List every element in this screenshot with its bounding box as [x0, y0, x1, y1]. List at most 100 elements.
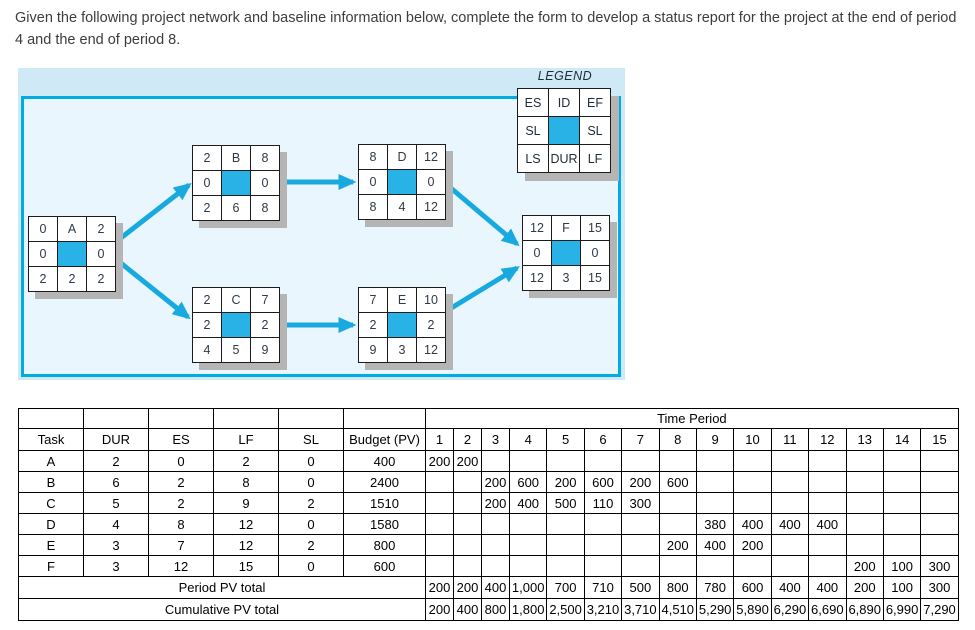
- node-E-cell-1-2: 2: [417, 313, 445, 337]
- time-period-header: Time Period: [425, 408, 959, 429]
- pv-cell-F-p13: 200: [845, 555, 884, 577]
- node-A-cell-0-2: 2: [87, 217, 115, 241]
- budget-cell: 1580: [343, 513, 426, 535]
- pv-cell-B-p9: [695, 471, 735, 493]
- pv-cell-C-p7: 300: [621, 492, 660, 514]
- budget-cell: 1510: [343, 492, 426, 514]
- budget-cell: 600: [343, 555, 426, 577]
- period-pv-total-p15: 300: [920, 576, 959, 599]
- pv-cell-A-p4: [508, 450, 548, 472]
- node-B-cell-2-2: 8: [251, 196, 279, 220]
- node-E-cell-2-0: 9: [359, 338, 387, 362]
- cumulative-pv-total-label: Cumulative PV total: [18, 598, 426, 621]
- period-header-3: 3: [481, 428, 510, 451]
- es-cell: 12: [148, 555, 214, 577]
- pv-cell-A-p14: [882, 450, 922, 472]
- node-F-cell-2-0: 12: [523, 266, 551, 290]
- task-cell: F: [18, 555, 84, 577]
- node-F-cell-1-0: 0: [523, 241, 551, 265]
- cumulative-pv-total-p14: 6,990: [882, 598, 922, 621]
- budget-cell: 800: [343, 534, 426, 556]
- pv-cell-D-p11: 400: [770, 513, 810, 535]
- pv-cell-B-p12: [808, 471, 847, 493]
- period-pv-total-p9: 780: [695, 576, 735, 599]
- pv-cell-F-p7: [621, 555, 660, 577]
- pv-cell-C-p14: [882, 492, 922, 514]
- node-A-cell-1-2: 0: [87, 242, 115, 266]
- es-cell: 8: [148, 513, 214, 535]
- legend-cell-0-1: ID: [549, 89, 579, 116]
- node-F-cell-0-2: 15: [581, 216, 609, 240]
- period-header-2: 2: [453, 428, 482, 451]
- period-pv-total-p12: 400: [808, 576, 847, 599]
- period-header-10: 10: [733, 428, 772, 451]
- task-cell: A: [18, 450, 84, 472]
- period-header-15: 15: [920, 428, 959, 451]
- pv-cell-A-p10: [733, 450, 772, 472]
- pv-cell-E-p3: [481, 534, 510, 556]
- legend-cell-1-1: [549, 117, 579, 144]
- sl-cell: 2: [278, 534, 344, 556]
- node-B-cell-0-1: B: [222, 146, 250, 170]
- pv-cell-C-p10: [733, 492, 772, 514]
- pv-cell-D-p12: 400: [808, 513, 847, 535]
- lf-cell: 2: [213, 450, 279, 472]
- dur-cell: 6: [83, 471, 149, 493]
- node-B-cell-2-1: 6: [222, 196, 250, 220]
- pv-cell-F-p15: 300: [920, 555, 959, 577]
- cumulative-pv-total-p7: 3,710: [621, 598, 660, 621]
- pv-cell-E-p8: 200: [658, 534, 697, 556]
- node-D-cell-0-0: 8: [359, 145, 387, 169]
- dur-cell: 5: [83, 492, 149, 514]
- pv-cell-D-p1: [425, 513, 454, 535]
- sl-cell: 0: [278, 555, 344, 577]
- pv-cell-D-p6: [583, 513, 623, 535]
- pv-cell-B-p10: [733, 471, 772, 493]
- node-F-cell-1-1: [552, 241, 580, 265]
- pv-cell-D-p9: 380: [695, 513, 735, 535]
- lf-cell: 9: [213, 492, 279, 514]
- pv-cell-D-p5: [546, 513, 585, 535]
- pv-cell-D-p2: [453, 513, 482, 535]
- col-header-es: ES: [148, 428, 214, 451]
- pv-cell-C-p5: 500: [546, 492, 585, 514]
- pv-cell-A-p1: 200: [425, 450, 454, 472]
- pv-cell-A-p2: 200: [453, 450, 482, 472]
- period-header-4: 4: [508, 428, 548, 451]
- node-C-cell-1-0: 2: [193, 313, 221, 337]
- es-cell: 2: [148, 471, 214, 493]
- pv-cell-A-p6: [583, 450, 623, 472]
- pv-cell-D-p7: [621, 513, 660, 535]
- node-B-cell-0-0: 2: [193, 146, 221, 170]
- node-A-cell-2-1: 2: [58, 267, 86, 291]
- legend-cell-1-0: SL: [518, 117, 548, 144]
- task-cell: B: [18, 471, 84, 493]
- period-pv-total-label: Period PV total: [18, 576, 426, 599]
- pv-cell-E-p10: 200: [733, 534, 772, 556]
- col-header-task: Task: [18, 428, 84, 451]
- node-E-cell-1-1: [388, 313, 416, 337]
- pv-cell-B-p15: [920, 471, 959, 493]
- pv-cell-F-p10: [733, 555, 772, 577]
- cumulative-pv-total-p13: 6,890: [845, 598, 884, 621]
- legend-title: LEGEND: [537, 69, 593, 83]
- node-E-cell-0-1: E: [388, 288, 416, 312]
- period-pv-total-p14: 100: [882, 576, 922, 599]
- spacer-cell: [83, 408, 149, 429]
- pv-cell-D-p4: [508, 513, 548, 535]
- pv-cell-F-p14: 100: [882, 555, 922, 577]
- legend-cell-2-0: LS: [518, 145, 548, 172]
- node-B-cell-1-2: 0: [251, 171, 279, 195]
- pv-cell-E-p1: [425, 534, 454, 556]
- pv-cell-B-p11: [770, 471, 810, 493]
- sl-cell: 0: [278, 471, 344, 493]
- node-B-cell-1-1: [222, 171, 250, 195]
